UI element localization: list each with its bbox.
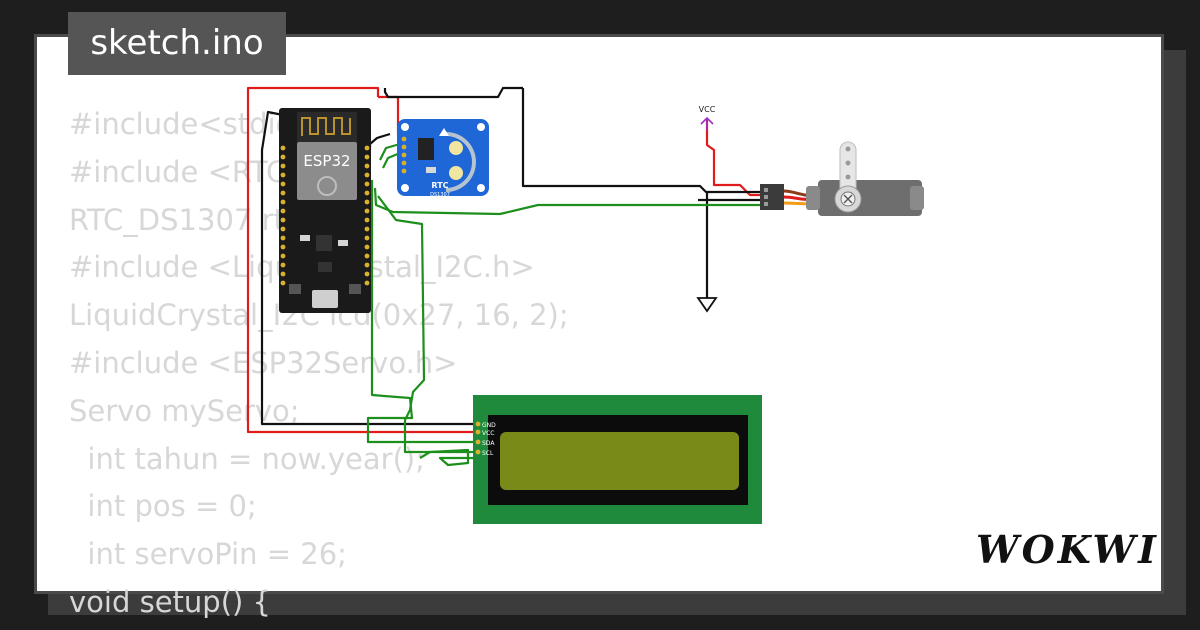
code-line: Servo myServo; — [69, 393, 300, 428]
lcd-pin-scl: SCL — [482, 450, 494, 457]
rtc-model-label: DS1307 — [430, 192, 450, 198]
code-line: void setup() { — [69, 584, 271, 619]
servo-horn-icon — [843, 194, 853, 204]
code-line: int pos = 0; — [69, 489, 257, 524]
wokwi-logo: WOKWI — [976, 527, 1159, 572]
espressif-logo-icon — [317, 176, 337, 196]
vcc-label: VCC — [699, 105, 716, 114]
lcd-display[interactable]: GND VCC SDA SCL — [473, 395, 762, 524]
esp32-board[interactable]: ESP32 — [279, 108, 371, 313]
code-line: int servoPin = 26; — [69, 537, 347, 572]
esp32-label: ESP32 — [303, 152, 350, 170]
lcd-pin-sda: SDA — [482, 440, 495, 447]
project-card[interactable]: #include<stdio.h>#include <RTClib.h>RTC_… — [34, 34, 1164, 619]
vcc-symbol[interactable]: VCC — [699, 105, 716, 130]
code-line: LiquidCrystal_I2C lcd(0x27, 16, 2); — [69, 298, 569, 333]
lcd-pin-vcc: VCC — [482, 430, 494, 437]
sketch-title: sketch.ino — [68, 12, 286, 75]
gnd-symbol[interactable] — [696, 297, 718, 313]
rtc-label: RTC — [431, 181, 448, 190]
usb-port — [312, 290, 338, 308]
code-line: #include <ESP32Servo.h> — [69, 345, 458, 380]
code-line: int tahun = now.year(); — [69, 441, 425, 476]
adafruit-logo-icon — [439, 128, 449, 136]
rtc-module[interactable]: RTC DS1307 — [397, 119, 489, 198]
lcd-pin-gnd: GND — [482, 422, 496, 429]
servo-motor[interactable] — [760, 141, 924, 216]
